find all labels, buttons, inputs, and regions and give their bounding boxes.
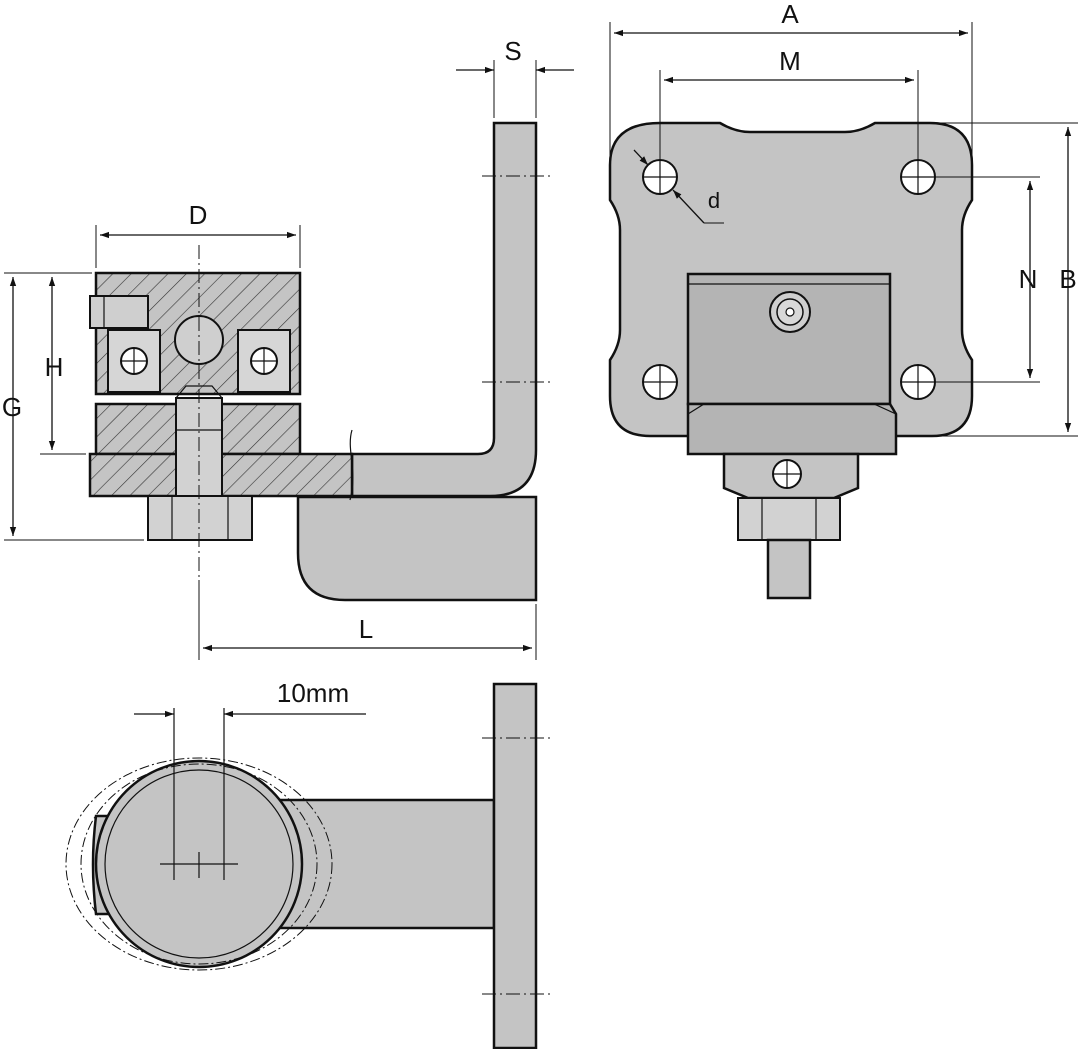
dim-label-a: A [781,0,799,29]
dim-label-g: G [2,392,22,422]
dim-label-d-hole: d [708,188,720,213]
front-section-view [88,121,550,602]
mounting-hole-tr [900,159,936,195]
lower-screw [772,459,802,489]
l-bracket [350,121,538,498]
nut-front [147,495,253,541]
side-view [608,121,974,600]
dim-label-b: B [1059,264,1076,294]
dim-label-s: S [504,36,521,66]
dim-label-d-upper: D [189,200,208,230]
roller-base [686,402,898,456]
top-view [65,682,550,1049]
dim-label-n: N [1019,264,1038,294]
mounting-hole-bl [642,364,678,400]
nut-side [737,497,841,541]
front-dimensions: S D G H L [2,36,574,660]
dim-label-h: H [45,352,64,382]
side-dimensions: A M d N B [609,0,1078,437]
mounting-hole-tl [642,159,678,195]
center-ball [174,315,224,365]
bracket-flange-top [492,682,538,1049]
top-dimensions: 10mm [134,678,366,718]
set-screw [89,295,149,329]
dim-label-m: M [779,46,801,76]
bearing-right [237,329,291,393]
bracket-arm [268,798,496,930]
mounting-hole-br [900,364,936,400]
stud-end [766,538,812,600]
dim-label-l: L [359,614,373,644]
bearing-left [107,329,161,393]
guide-body [296,495,538,602]
dim-label-10mm: 10mm [277,678,349,708]
grease-nipple [769,291,811,333]
